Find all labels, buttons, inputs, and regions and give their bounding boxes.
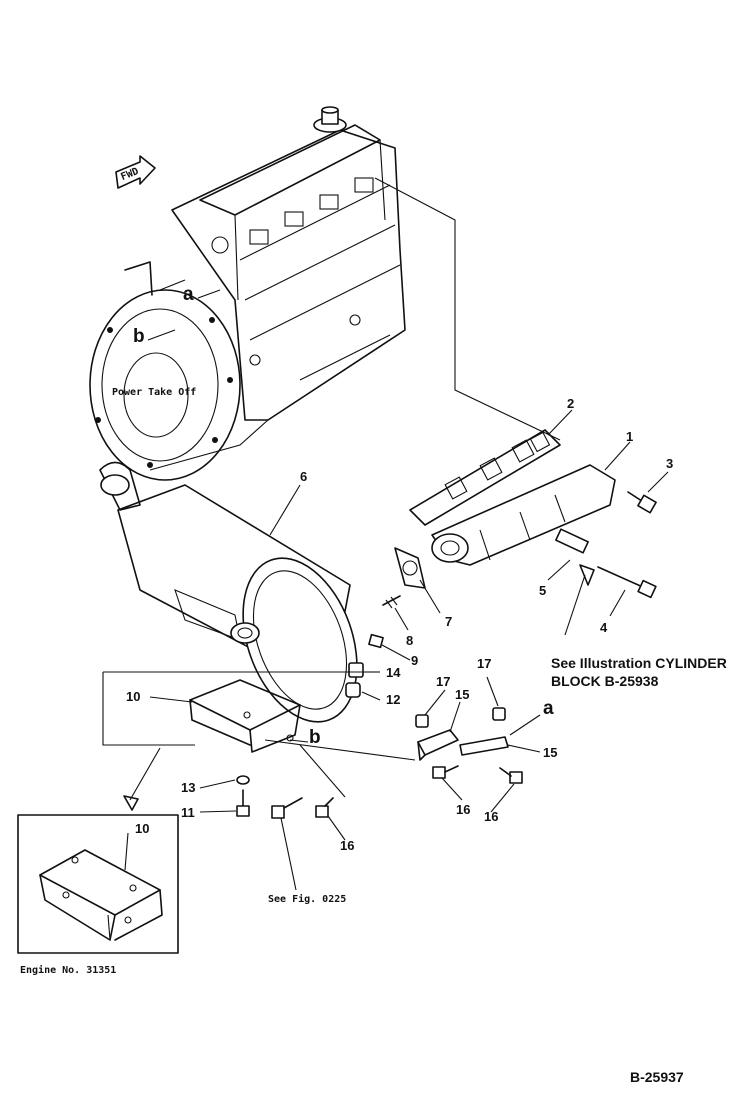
flange-gasket-7 xyxy=(394,547,426,589)
manifold-gasket xyxy=(409,429,561,526)
callout-13: 13 xyxy=(181,780,196,795)
callout-16-left: 16 xyxy=(456,802,471,817)
callout-10-inset: 10 xyxy=(135,821,150,836)
bracket-15-left xyxy=(417,729,459,761)
callout-16-right: 16 xyxy=(484,809,499,824)
exhaust-manifold xyxy=(431,464,616,566)
callout-17-left: 17 xyxy=(436,674,451,689)
bolt-16-lower xyxy=(315,797,334,818)
bolt-11 xyxy=(236,789,250,817)
callout-17-right: 17 xyxy=(477,656,492,671)
nut-17-right xyxy=(492,707,506,721)
spacer-5 xyxy=(555,528,589,554)
callout-3: 3 xyxy=(666,456,674,471)
callout-15-upper: 15 xyxy=(455,687,470,702)
nut-17-left xyxy=(415,714,429,728)
callout-2: 2 xyxy=(567,396,575,411)
nut-9 xyxy=(368,633,384,649)
figure-code: B-25937 xyxy=(630,1069,684,1085)
engine-block xyxy=(171,124,406,421)
callout-11: 11 xyxy=(181,805,195,820)
pto-label: Power Take Off xyxy=(112,387,197,398)
bracket-10 xyxy=(189,679,301,753)
inset-box xyxy=(17,814,179,954)
callout-15-right: 15 xyxy=(543,745,558,760)
callout-5: 5 xyxy=(539,583,547,598)
stud-8 xyxy=(382,595,401,609)
see-fig-note: See Fig. 0225 xyxy=(268,894,347,905)
filler-cap xyxy=(313,106,347,133)
flywheel-housing xyxy=(89,261,269,481)
marker-b-engine: b xyxy=(133,326,145,347)
fig-bolt xyxy=(271,797,303,891)
washer-13 xyxy=(236,775,250,785)
muffler xyxy=(99,461,358,723)
spacer-12 xyxy=(345,682,361,698)
fwd-arrow-icon xyxy=(115,155,156,189)
note-leader xyxy=(564,564,595,636)
callout-8: 8 xyxy=(406,633,414,648)
callout-14: 14 xyxy=(386,665,401,680)
marker-a-bracket: a xyxy=(543,698,554,719)
nut-14 xyxy=(348,662,364,678)
callout-16-lower: 16 xyxy=(340,838,355,853)
callout-leaders xyxy=(124,289,669,871)
callout-12: 12 xyxy=(386,692,401,707)
callout-7: 7 xyxy=(445,614,453,629)
stud-4 xyxy=(597,566,657,599)
engine-number-note: Engine No. 31351 xyxy=(20,965,117,976)
manifold-leader xyxy=(374,177,561,441)
marker-b-bracket: b xyxy=(309,727,321,748)
inset-arrow xyxy=(123,747,161,811)
see-illustration-note-line2: BLOCK B-25938 xyxy=(551,673,659,689)
callout-9: 9 xyxy=(411,653,419,668)
bolt-16-left xyxy=(432,765,459,779)
callout-10: 10 xyxy=(126,689,141,704)
callout-4: 4 xyxy=(600,620,608,635)
see-illustration-note-line1: See Illustration CYLINDER xyxy=(551,655,727,671)
bolt-16-right xyxy=(499,767,523,784)
bolt-3 xyxy=(627,491,657,514)
bracket-group-box xyxy=(102,671,416,798)
marker-a-engine: a xyxy=(183,284,194,305)
callout-1: 1 xyxy=(626,429,634,444)
callout-6: 6 xyxy=(300,469,308,484)
bracket-15-right xyxy=(459,736,509,756)
